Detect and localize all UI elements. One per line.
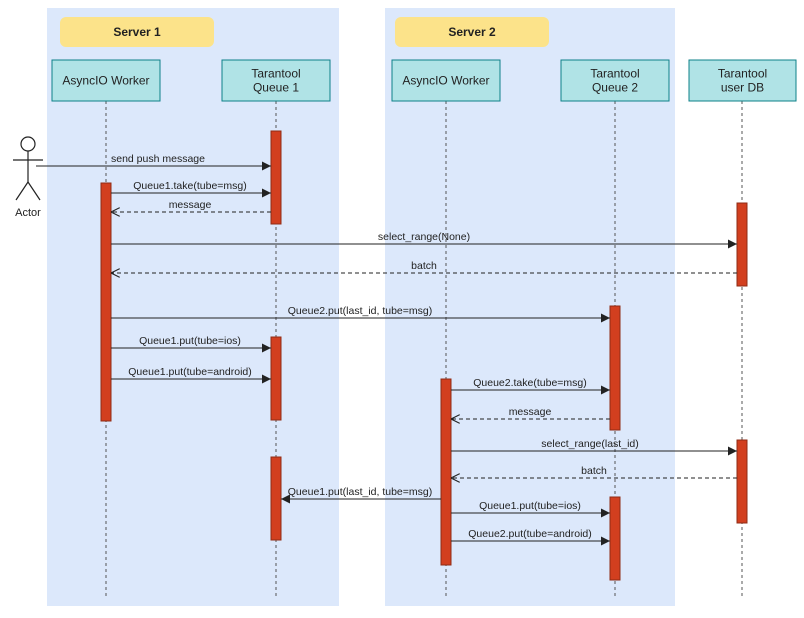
message-label-m15: Queue2.put(tube=android)	[468, 528, 591, 540]
activation-bar-5	[270, 336, 282, 421]
activation-bar-7	[736, 439, 748, 524]
message-label-m8: Queue1.put(tube=android)	[128, 366, 251, 378]
participant-box-userdb	[688, 59, 797, 102]
server-label-box-2	[395, 17, 549, 47]
participant-box-queue2	[560, 59, 670, 102]
participant-label-queue1-1: Tarantool	[251, 67, 300, 81]
participant-box-worker2	[391, 59, 501, 102]
server-panel-2	[385, 8, 675, 606]
activation-bar-2	[100, 182, 112, 422]
server-label-2: Server 2	[448, 25, 496, 39]
actor-label: Actor	[15, 207, 41, 219]
message-label-m13: Queue1.put(last_id, tube=msg)	[288, 486, 432, 498]
message-label-m11: select_range(last_id)	[541, 438, 638, 450]
server-label-box-1	[60, 17, 214, 47]
message-label-m1: send push message	[111, 153, 205, 165]
participant-label-queue2-1: Tarantool	[590, 67, 639, 81]
participant-label-queue1-2: Queue 1	[253, 81, 299, 95]
message-label-m10: message	[509, 406, 552, 418]
message-label-m6: Queue2.put(last_id, tube=msg)	[288, 305, 432, 317]
message-label-m2: Queue1.take(tube=msg)	[133, 180, 247, 192]
server-panel-1	[47, 8, 339, 606]
participant-label-worker1-1: AsyncIO Worker	[62, 74, 149, 88]
participant-label-userdb-2: user DB	[721, 81, 764, 95]
activation-bar-3	[736, 202, 748, 287]
message-label-m4: select_range(None)	[378, 231, 470, 243]
message-label-m3: message	[169, 199, 212, 211]
message-label-m9: Queue2.take(tube=msg)	[473, 377, 587, 389]
message-label-m7: Queue1.put(tube=ios)	[139, 335, 241, 347]
participant-box-worker1	[51, 59, 161, 102]
message-label-m12: batch	[581, 465, 607, 477]
server-label-1: Server 1	[113, 25, 161, 39]
activation-bar-9	[609, 496, 621, 581]
participant-label-queue2-2: Queue 2	[592, 81, 638, 95]
message-label-m14: Queue1.put(tube=ios)	[479, 500, 581, 512]
participant-label-worker2-1: AsyncIO Worker	[402, 74, 489, 88]
activation-bar-4	[609, 305, 621, 431]
stick-figure-icon	[13, 136, 43, 201]
activation-bar-6	[440, 378, 452, 566]
participant-label-userdb-1: Tarantool	[718, 67, 767, 81]
participant-box-queue1	[221, 59, 331, 102]
activation-bar-8	[270, 456, 282, 541]
activation-bar-1	[270, 130, 282, 225]
message-label-m5: batch	[411, 260, 437, 272]
